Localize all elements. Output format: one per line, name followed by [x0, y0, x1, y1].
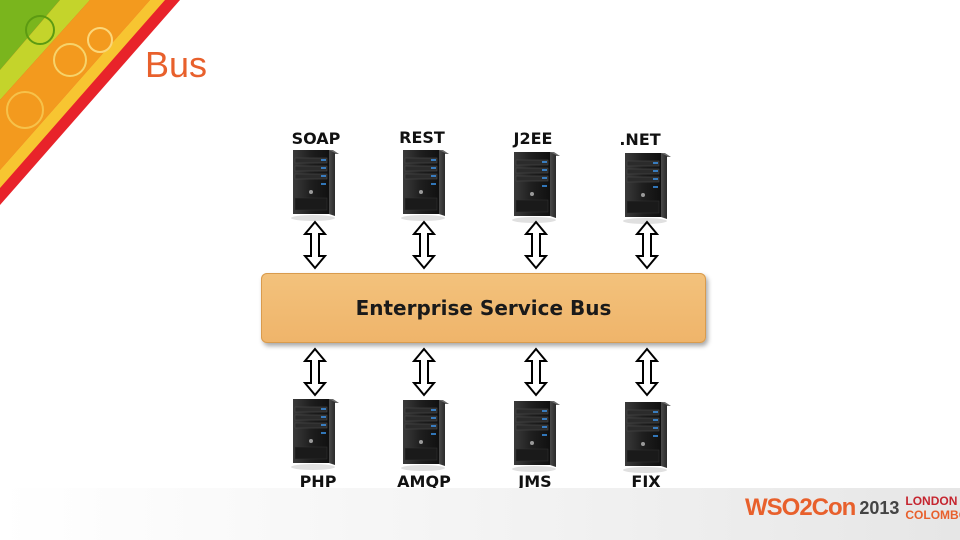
node-label-php: PHP [299, 472, 337, 491]
server-tower-icon [622, 152, 672, 225]
node-label-soap: SOAP [291, 129, 341, 148]
footer-band [0, 488, 960, 540]
server-tower-icon [400, 399, 450, 472]
node-label-rest: REST [399, 128, 445, 147]
logo-year: 2013 [859, 498, 900, 518]
bus-label: Enterprise Service Bus [355, 296, 612, 320]
server-tower-icon [290, 398, 340, 471]
logo-cities: LONDON COLOMBO [905, 494, 960, 522]
double-arrow-icon [304, 348, 326, 396]
server-tower-icon [290, 149, 340, 222]
node-label-amqp: AMQP [397, 472, 451, 491]
logo-city-london: LONDON [905, 494, 958, 508]
node-label-j2ee: J2EE [513, 129, 553, 148]
node-label-fix: FIX [631, 472, 661, 491]
node-label-jms: JMS [518, 472, 552, 491]
server-tower-icon [622, 401, 672, 474]
server-tower-icon [511, 400, 561, 473]
double-arrow-icon [413, 348, 435, 396]
double-arrow-icon [304, 221, 326, 269]
logo-wordmark: WSO2Con [745, 494, 856, 521]
logo-city-colombo: COLOMBO [905, 508, 960, 522]
decorative-corner-graphic [0, 0, 180, 205]
double-arrow-icon [413, 221, 435, 269]
slide-title: Bus [145, 44, 208, 85]
double-arrow-icon [636, 348, 658, 396]
double-arrow-icon [525, 221, 547, 269]
double-arrow-icon [525, 348, 547, 396]
server-tower-icon [511, 151, 561, 224]
server-tower-icon [400, 149, 450, 222]
double-arrow-icon [636, 221, 658, 269]
node-label-dotnet: .NET [619, 130, 661, 149]
enterprise-service-bus-box: Enterprise Service Bus [261, 273, 706, 343]
conference-logo: WSO2Con 2013 LONDON COLOMBO [745, 494, 960, 530]
